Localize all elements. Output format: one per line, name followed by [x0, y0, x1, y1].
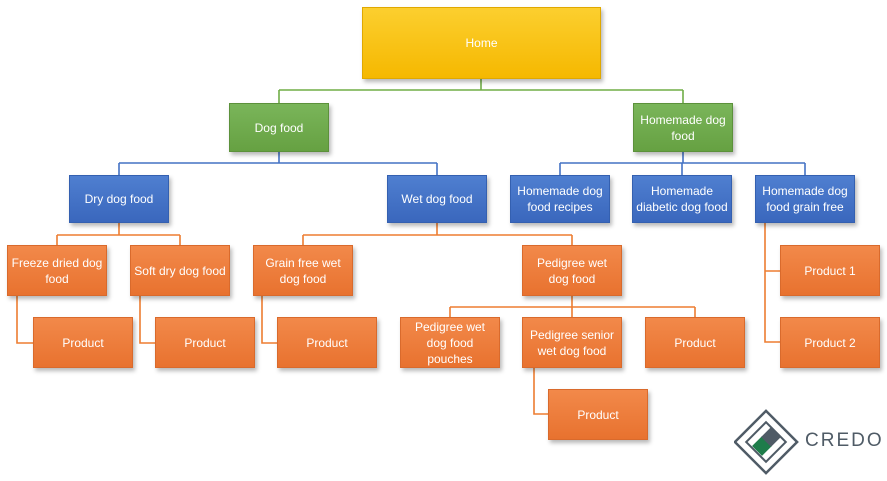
node-dog-food[interactable]: Dog food	[229, 103, 329, 152]
node-pedigree-senior[interactable]: Pedigree senior wet dog food	[522, 317, 622, 368]
connector-dry	[56, 223, 181, 245]
connector-home	[278, 79, 684, 103]
node-product-pedigree[interactable]: Product	[645, 317, 745, 368]
node-product-senior[interactable]: Product	[548, 389, 648, 440]
node-homemade-dog-food[interactable]: Homemade dog food	[633, 103, 733, 152]
connector-pedigree	[449, 296, 696, 317]
node-homemade-grain-free[interactable]: Homemade dog food grain free	[755, 175, 855, 223]
node-product-soft[interactable]: Product	[155, 317, 255, 368]
node-wet-dog-food[interactable]: Wet dog food	[387, 175, 487, 223]
node-product-freeze[interactable]: Product	[33, 317, 133, 368]
connector-dog-food	[118, 152, 438, 175]
connector-grain-product	[261, 296, 277, 344]
node-freeze-dried[interactable]: Freeze dried dog food	[7, 245, 107, 296]
node-pedigree-wet[interactable]: Pedigree wet dog food	[522, 245, 622, 296]
credo-logo-text: CREDO	[805, 430, 884, 451]
node-product-2[interactable]: Product 2	[780, 317, 880, 368]
connector-grain-free-products	[764, 223, 780, 343]
node-home[interactable]: Home	[362, 7, 601, 79]
node-grain-free-wet[interactable]: Grain free wet dog food	[253, 245, 353, 296]
node-product-1[interactable]: Product 1	[780, 245, 880, 296]
node-homemade-diabetic[interactable]: Homemade diabetic dog food	[632, 175, 732, 223]
connector-freeze-product	[16, 296, 33, 344]
connector-soft-product	[139, 296, 155, 344]
node-product-grain[interactable]: Product	[277, 317, 377, 368]
node-dry-dog-food[interactable]: Dry dog food	[69, 175, 169, 223]
connector-senior-product	[533, 368, 548, 415]
credo-diamond-icon	[734, 409, 799, 475]
connector-wet	[302, 223, 573, 245]
connector-homemade	[559, 152, 806, 175]
node-pedigree-pouches[interactable]: Pedigree wet dog food pouches	[400, 317, 500, 368]
node-soft-dry[interactable]: Soft dry dog food	[130, 245, 230, 296]
node-homemade-recipes[interactable]: Homemade dog food recipes	[510, 175, 610, 223]
